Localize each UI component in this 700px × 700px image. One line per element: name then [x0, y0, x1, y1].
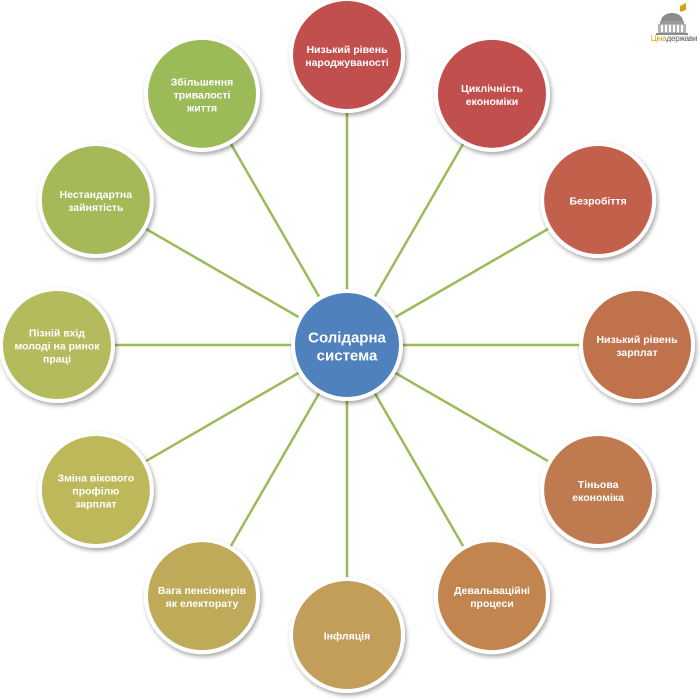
- factor-node-circle: [540, 432, 657, 548]
- factor-node-circle: [0, 287, 115, 403]
- logo: Цінадержави: [650, 2, 698, 46]
- factor-node-label: Безробіття: [570, 196, 627, 208]
- factor-node-circle: [579, 287, 695, 403]
- factor-node-circle: [144, 538, 260, 655]
- factor-node-circle: [289, 577, 405, 693]
- center-node-circle: [291, 289, 403, 401]
- logo-text: Цінадержави: [650, 34, 698, 43]
- factor-node-circle: [434, 538, 550, 655]
- logo-text-part1: Ціна: [650, 34, 667, 43]
- factor-node-circle: [37, 142, 154, 258]
- factor-node-circle: [540, 142, 657, 258]
- factor-node-circle: [37, 432, 154, 548]
- factor-node-label: Інфляція: [324, 631, 370, 643]
- parliament-dome-icon: [656, 3, 688, 35]
- logo-text-part2: держави: [666, 34, 698, 43]
- factor-node-circle: [289, 0, 405, 113]
- factor-node-circle: [434, 35, 550, 152]
- factor-node: Безробіття: [540, 142, 657, 258]
- factor-node-circle: [144, 35, 260, 152]
- factor-node: Інфляція: [289, 577, 405, 693]
